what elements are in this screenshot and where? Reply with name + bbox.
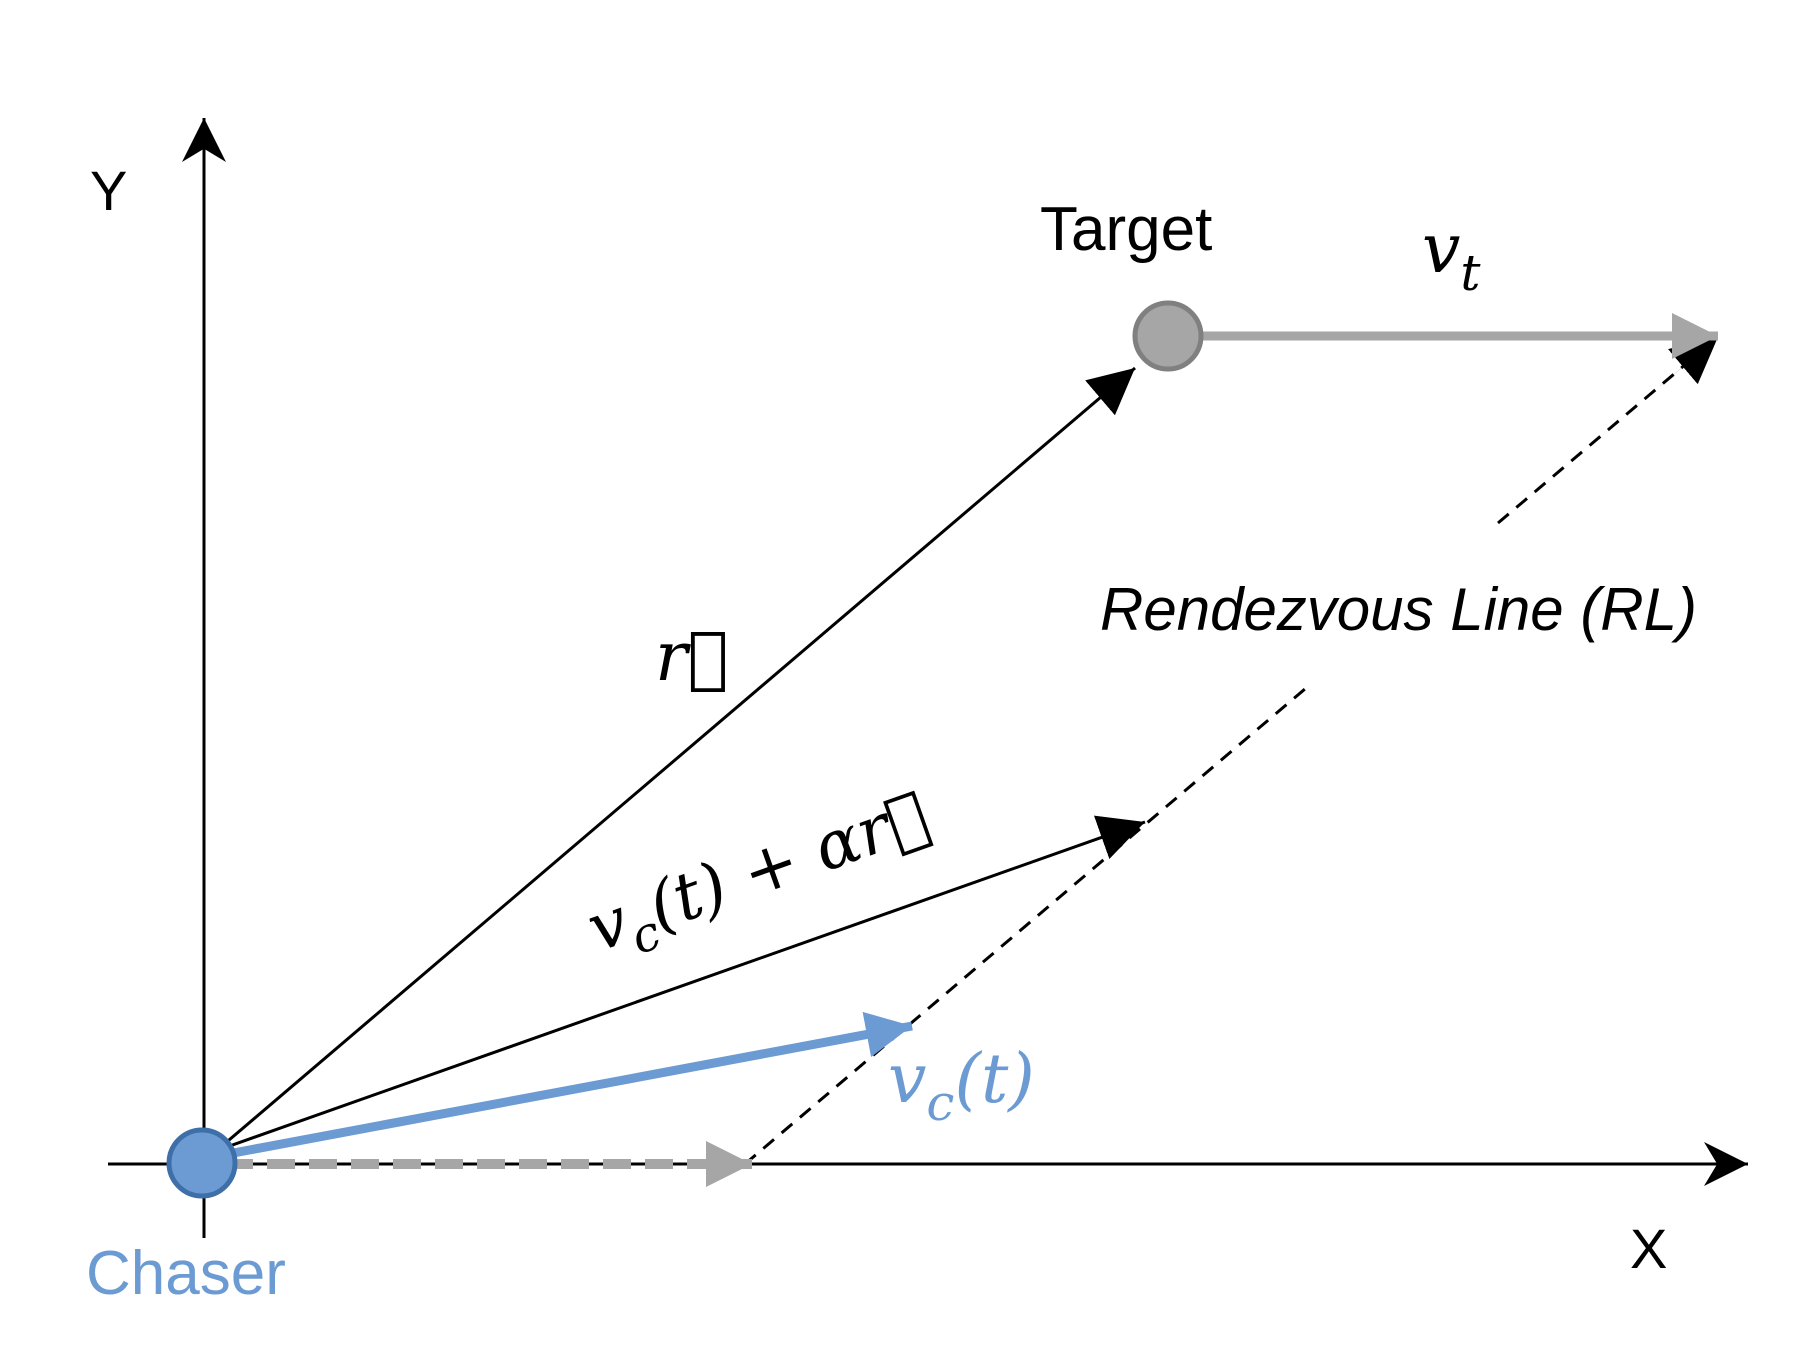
relative-position-label: r⃗: [655, 618, 728, 697]
vt-subscript: t: [1460, 244, 1481, 302]
chaser-velocity-label: vc(t): [888, 1040, 1035, 1132]
x-axis-label: X: [1630, 1217, 1667, 1280]
y-axis-label: Y: [90, 159, 127, 222]
chaser-label: Chaser: [86, 1239, 286, 1308]
relative-position-arrow: [221, 366, 1136, 1148]
cv-symbol: v: [888, 1040, 926, 1119]
r-symbol: r: [655, 618, 728, 697]
target-label: Target: [1040, 195, 1212, 264]
chaser-velocity-arrow: [227, 1011, 913, 1159]
target-velocity-label: vt: [1422, 210, 1481, 302]
chaser-node: [166, 1127, 238, 1199]
vt-symbol: v: [1422, 210, 1460, 289]
gv-middle: (t) + α: [638, 800, 871, 946]
target-node: [1132, 300, 1204, 372]
cv-suffix: (t): [954, 1040, 1034, 1119]
rendezvous-line-label: Rendezvous Line (RL): [1100, 576, 1697, 643]
rendezvous-line-lower: [744, 681, 1313, 1166]
guidance-velocity-arrow: [223, 815, 1146, 1150]
cv-subscript: c: [926, 1074, 954, 1132]
rendezvous-line-end-arrow: [1659, 336, 1719, 387]
rendezvous-line-upper: [1497, 356, 1694, 525]
guidance-velocity-label: vc(t) + αr⃗: [578, 776, 943, 978]
rendezvous-line: [744, 356, 1694, 1166]
